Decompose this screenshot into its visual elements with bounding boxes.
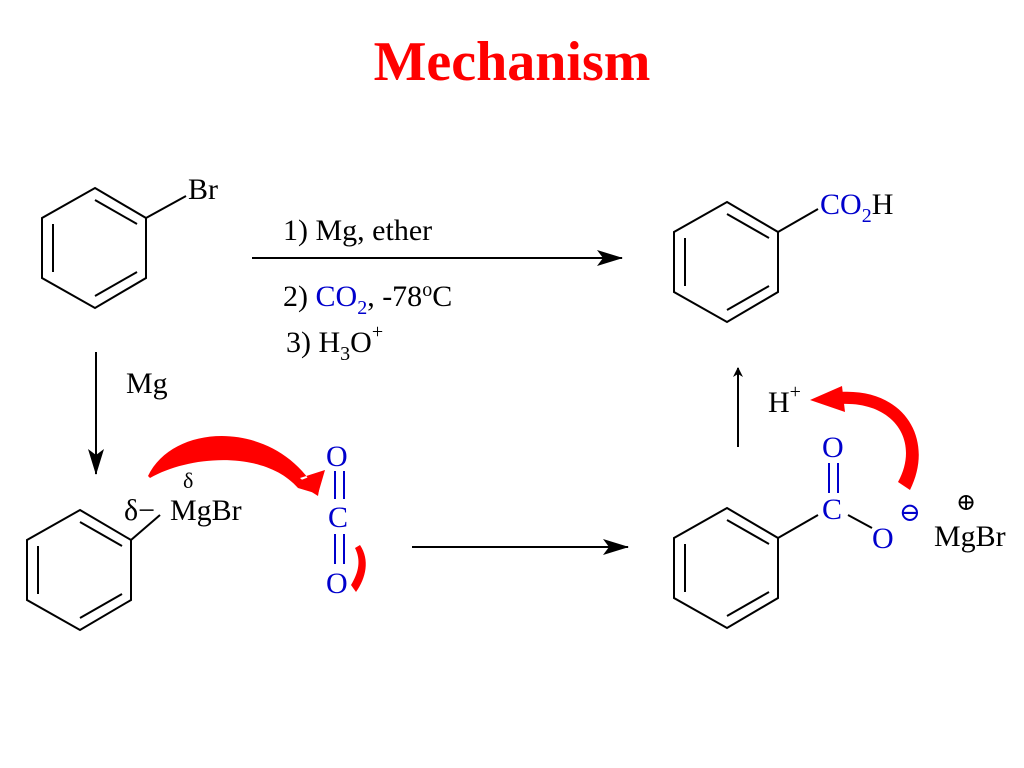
- condition-step-1: 1) Mg, ether: [283, 214, 432, 247]
- curved-arrow-pi-bond: [351, 545, 366, 592]
- benzoate-magnesium-salt: [673, 506, 873, 630]
- delta-plus-fragment: δ: [183, 468, 193, 493]
- carboxylate-oxygen: O: [872, 522, 894, 555]
- curved-arrow-head: [296, 472, 322, 496]
- benzene-ring: [26, 508, 132, 632]
- condition-step-3: 3) H3O+: [286, 321, 383, 365]
- benzene-ring: [41, 186, 147, 310]
- co2-carbon: C: [328, 501, 348, 534]
- benzoic-acid: [673, 200, 819, 324]
- benzene-ring: [673, 200, 779, 324]
- carbon-dioxide: O C O: [326, 440, 348, 600]
- co2-oxygen-top: O: [326, 440, 348, 473]
- proton-label: H+: [768, 381, 801, 419]
- mgbr-label: MgBr: [170, 494, 242, 527]
- benzene-ring: [673, 506, 779, 630]
- carboxylic-acid-label: CO2H: [820, 188, 893, 227]
- bromobenzene: [41, 186, 187, 310]
- bromine-label: Br: [188, 173, 218, 206]
- mg-label: Mg: [126, 367, 168, 400]
- carboxylate-oxygen-top: O: [822, 431, 844, 464]
- magnesium-bromide-counter-ion: MgBr: [934, 520, 1006, 553]
- curved-arrow-protonation: [840, 391, 919, 490]
- delta-minus-label: δ−: [124, 494, 155, 527]
- condition-step-2: 2) CO2, -78oC: [283, 279, 452, 319]
- slide-title: Mechanism: [373, 31, 651, 93]
- curved-arrow-protonation-head: [810, 386, 845, 412]
- carboxylate-carbon: C: [822, 493, 842, 526]
- curved-arrow-nucleophilic-attack: [148, 436, 325, 494]
- positive-charge-icon: ⊕: [956, 490, 976, 516]
- negative-charge-icon: ⊖: [899, 498, 921, 527]
- phenylmagnesium-bromide: [26, 508, 161, 632]
- co2-oxygen-bottom: O: [326, 567, 348, 600]
